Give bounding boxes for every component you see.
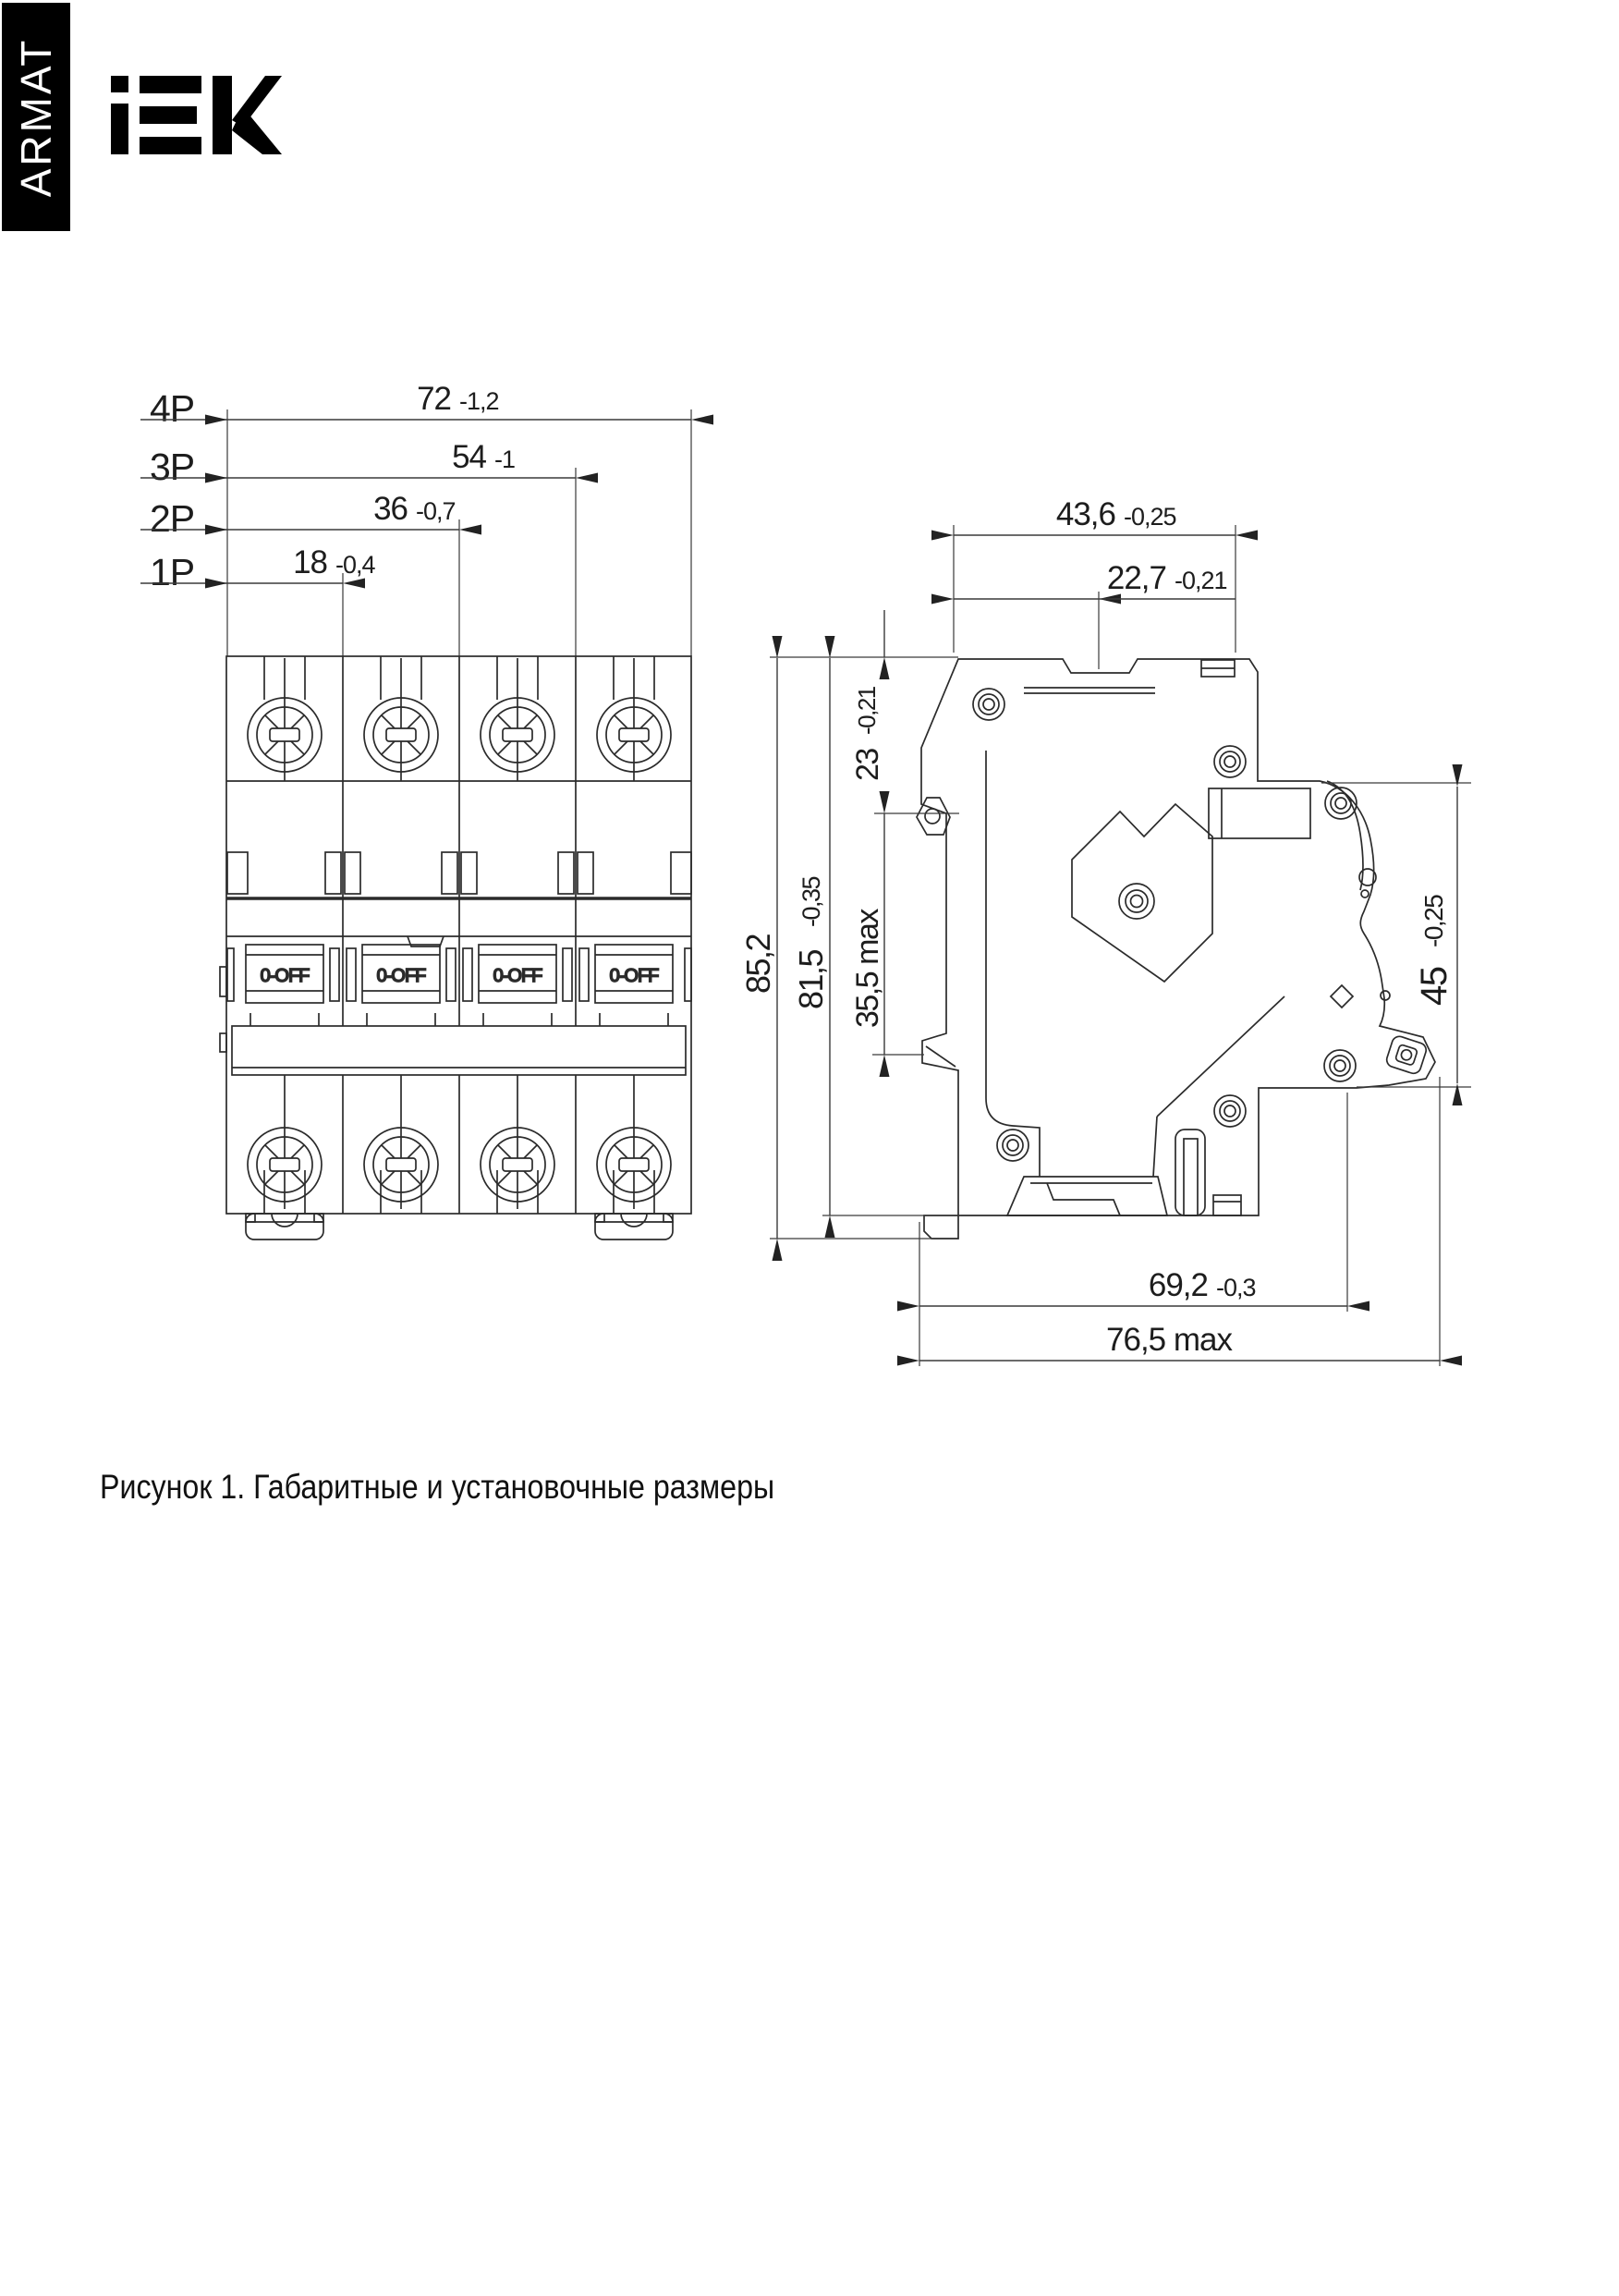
dim-row-4p: 4P 72 -1,2 [140,381,713,430]
pole-label-2p: 2P [150,497,194,540]
dim-value-23: 23 [850,749,885,781]
dim-value-36: 36 [373,491,408,527]
front-view: 4P 72 -1,2 3P 54 -1 2P [140,381,713,1240]
pole-dimension-rows: 4P 72 -1,2 3P 54 -1 2P [140,381,713,656]
sealing-eye [1385,1035,1428,1075]
dim-value-81-5: 81,5 [792,949,830,1009]
dim-value-43-6: 43,6 [1056,496,1115,532]
dim-tol-81-5: -0,35 [797,876,825,927]
dim-tol-72: -1,2 [459,387,499,415]
dim-tol-18: -0,4 [335,551,376,579]
pole-label-4p: 4P [150,387,194,430]
upper-terminal-screw [480,655,555,782]
iek-logo-glyphs [111,76,282,154]
pole-label-3p: 3P [150,446,194,488]
din-rail-hook [916,797,959,1240]
dim-value-85-2: 85,2 [739,934,777,994]
dim-value-54: 54 [452,439,486,475]
toggle-handle [594,944,674,1027]
side-bottom-dimensions: 69,2 -0,3 76,5 max [897,1077,1462,1366]
dim-tol-43-6: -0,25 [1124,503,1176,531]
side-body-details [972,659,1428,1216]
lower-terminal-screw [247,1074,323,1215]
din-foot [245,1213,324,1240]
dim-row-1p: 1P 18 -0,4 [140,544,377,593]
side-left-dimensions: 85,2 81,5 -0,35 23 -0,21 35,5 max [739,610,961,1261]
dim-value-35-5: 35,5 max [850,909,885,1028]
figure-caption: Рисунок 1. Габаритные и установочные раз… [100,1468,775,1506]
toggle-handle [478,944,557,1027]
side-top-dimensions: 43,6 -0,25 22,7 -0,21 [931,496,1258,669]
front-body [219,655,692,1240]
iek-logo [111,76,282,154]
dim-tol-36: -0,7 [416,497,456,525]
dim-tol-45: -0,25 [1419,895,1448,947]
dim-tol-23: -0,21 [853,686,881,735]
side-view: 43,6 -0,25 22,7 -0,21 85,2 81,5 -0,35 [739,496,1471,1366]
armat-series-tab: ARMAT [2,3,70,231]
upper-terminal-screw [247,655,323,782]
side-right-dimension: 45 -0,25 [1321,764,1471,1105]
dim-value-76-5: 76,5 max [1106,1322,1233,1358]
upper-terminal-screw [363,655,439,782]
dim-value-69-2: 69,2 [1149,1267,1208,1303]
dim-tol-69-2: -0,3 [1216,1274,1256,1301]
dim-tol-54: -1 [494,446,515,473]
toggle-handle [245,944,324,1027]
dim-row-2p: 2P 36 -0,7 [140,491,481,540]
lower-terminal-screw [480,1074,555,1215]
dim-value-72: 72 [417,381,451,417]
din-foot [594,1213,674,1240]
dim-row-3p: 3P 54 -1 [140,439,598,488]
upper-terminal-screw [596,655,672,782]
dim-value-45: 45 [1414,967,1455,1006]
technical-drawing: 0-OFF [140,381,1471,1366]
dim-value-18: 18 [293,544,327,580]
toggle-handle [361,944,441,1027]
lower-terminal-screw [596,1074,672,1215]
dim-value-22-7: 22,7 [1107,560,1166,596]
pole-label-1p: 1P [150,551,194,593]
lower-terminal-screw [363,1074,439,1215]
dim-tol-22-7: -0,21 [1175,567,1227,594]
